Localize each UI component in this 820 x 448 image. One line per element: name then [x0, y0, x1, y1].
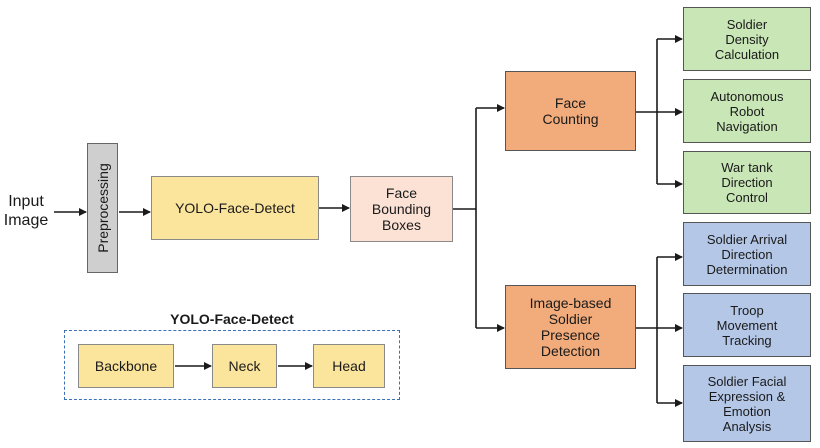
- arrival-direction-label: Soldier Arrival Direction Determination: [706, 231, 788, 277]
- tank-direction-box: War tank Direction Control: [683, 151, 811, 214]
- face-bounding-boxes-label: Face Bounding Boxes: [371, 185, 432, 233]
- density-calculation-box: Soldier Density Calculation: [683, 7, 811, 71]
- neck-box: Neck: [212, 344, 277, 388]
- head-label: Head: [332, 358, 366, 374]
- head-box: Head: [313, 344, 385, 388]
- legend-title: YOLO-Face-Detect: [170, 311, 294, 327]
- tank-direction-label: War tank Direction Control: [721, 160, 773, 205]
- input-image-label: Input Image: [3, 193, 49, 229]
- presence-detection-label: Image-based Soldier Presence Detection: [529, 295, 612, 359]
- face-bounding-boxes-box: Face Bounding Boxes: [350, 176, 453, 242]
- backbone-label: Backbone: [94, 358, 158, 374]
- backbone-box: Backbone: [78, 344, 174, 388]
- presence-detection-box: Image-based Soldier Presence Detection: [505, 285, 636, 369]
- robot-navigation-label: Autonomous Robot Navigation: [710, 88, 784, 134]
- troop-tracking-label: Troop Movement Tracking: [716, 302, 778, 348]
- emotion-analysis-label: Soldier Facial Expression & Emotion Anal…: [707, 373, 787, 434]
- face-counting-box: Face Counting: [505, 71, 636, 151]
- emotion-analysis-box: Soldier Facial Expression & Emotion Anal…: [683, 365, 811, 442]
- preprocessing-box: Preprocessing: [87, 143, 118, 273]
- yolo-face-detect-box: YOLO-Face-Detect: [151, 176, 319, 240]
- legend-frame: [64, 330, 400, 400]
- neck-label: Neck: [228, 358, 261, 374]
- face-counting-label: Face Counting: [542, 95, 599, 127]
- preprocessing-label: Preprocessing: [94, 163, 111, 253]
- yolo-face-detect-label: YOLO-Face-Detect: [175, 200, 295, 216]
- robot-navigation-box: Autonomous Robot Navigation: [683, 79, 811, 143]
- troop-tracking-box: Troop Movement Tracking: [683, 293, 811, 357]
- arrival-direction-box: Soldier Arrival Direction Determination: [683, 222, 811, 286]
- density-calculation-label: Soldier Density Calculation: [714, 16, 780, 62]
